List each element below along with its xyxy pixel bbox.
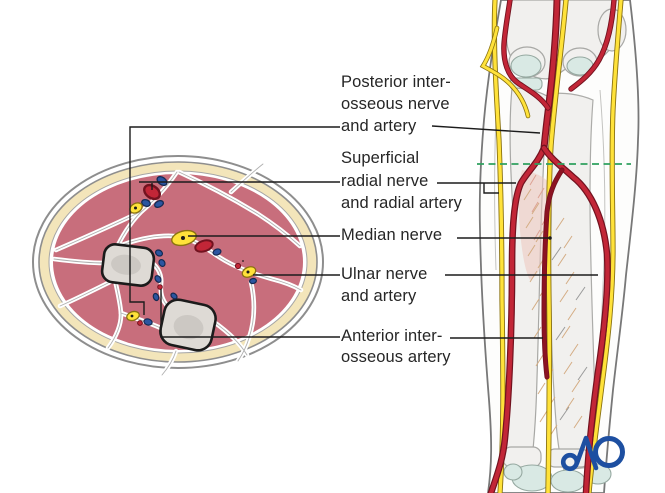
leader-posterior-interosseous-left [129,126,340,315]
ulnar-artery-vein-cross [194,239,222,256]
ulnar-nerve-cross [234,260,257,285]
label-line: and artery [341,117,417,135]
label-line: and radial artery [341,194,462,212]
label-line: Superficial [341,149,420,167]
ulna-bone [548,92,595,471]
radial-recurrent-artery-path [501,0,551,111]
leader-lines [129,125,598,339]
label-line: osseous nerve [341,95,450,113]
superficial-radial-vessels-cross [129,175,168,214]
label-median-nerve: Median nerve [341,224,442,246]
ao-logo [560,435,625,472]
label-posterior-interosseous: Posterior inter- osseous nerve and arter… [341,71,451,137]
posterior-interosseous-vessels-cross [126,310,153,326]
label-line: and artery [341,286,417,305]
hatching-tan [555,217,583,429]
carpal-bone [503,463,523,481]
label-line: Posterior inter- [341,73,451,91]
trochlea-cartilage [510,54,542,78]
ulnar-artery-path [540,144,611,493]
ulnar-nerve-path [586,0,624,493]
hatching-gray [551,246,588,421]
anterior-interosseous-vessels-cross [152,275,178,302]
label-line: Ulnar nerve [341,265,428,283]
radial-artery-path [487,144,548,493]
leader-superficial-radial-left [139,181,340,190]
label-line: Median nerve [341,226,443,244]
label-superficial-radial: Superficial radial nerve and radial arte… [341,147,462,215]
label-line: radial nerve [341,171,429,190]
ulnar-collateral-artery-path [568,0,617,92]
leader-median-endpoint [548,236,552,240]
carpal-bone [550,469,586,493]
label-ulnar: Ulnar nerve and artery [341,264,427,307]
forearm-cross-section [32,155,324,378]
distal-radius [502,446,542,468]
leader-anterior-interosseous-left [160,289,340,338]
label-line: Anterior inter- [341,327,443,345]
ulna-cross-section [159,298,217,352]
forearm-longitudinal-view [477,0,640,493]
radial-nerve-deep-branch-path [479,25,531,119]
radius-cross-section [100,243,156,287]
label-line: osseous artery [341,348,451,366]
label-anterior-interosseous: Anterior inter- osseous artery [341,326,451,368]
leader-superficial-radial-right [437,182,516,194]
muscle-mass [53,174,303,350]
leader-posterior-interosseous-right [431,125,541,134]
anterior-interosseous-artery-path [541,167,565,380]
median-nerve-cross [154,229,197,268]
hatching-tan [523,188,558,437]
